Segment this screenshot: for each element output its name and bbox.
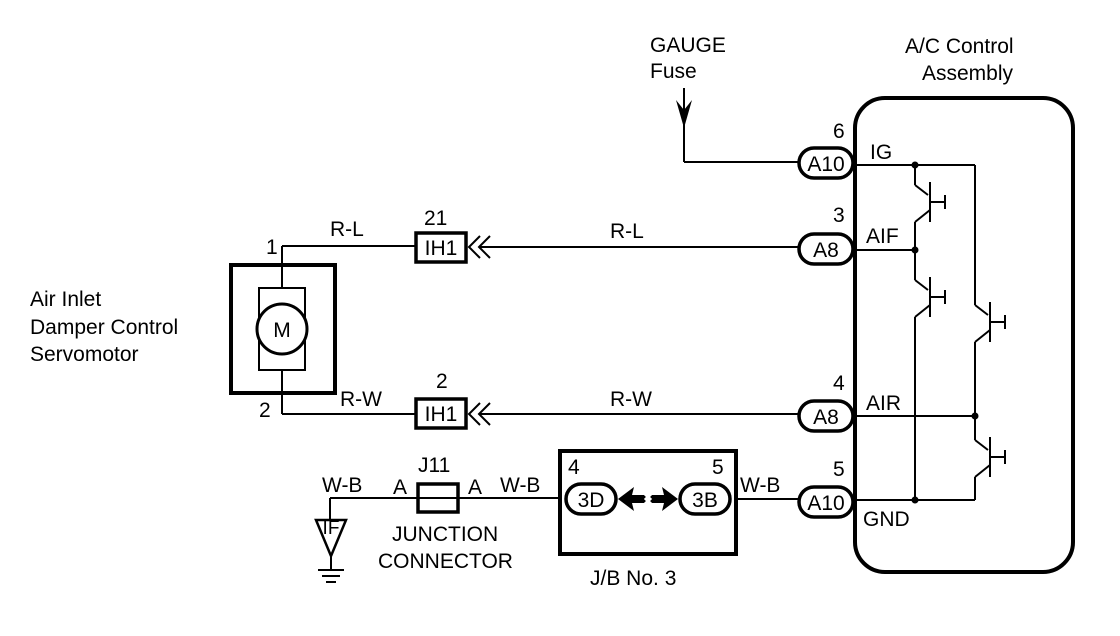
a8-aif-pin: 3 (833, 204, 845, 227)
connector-ih1-top-label: IH1 (425, 237, 458, 260)
assembly-label-line1: A/C Control (905, 35, 1014, 58)
wire-wb-ground: W-B (322, 474, 362, 497)
plug-chevron-icon (467, 235, 491, 259)
ground-icon (314, 518, 348, 583)
connector-a8-air (797, 399, 855, 433)
a10-ig-pin: 6 (833, 120, 845, 143)
motor-label-line1: Air Inlet (30, 288, 101, 311)
junction-label-line1: JUNCTION (392, 523, 498, 546)
jb-title: J/B No. 3 (590, 567, 676, 590)
a8-air-pin: 4 (833, 372, 845, 395)
connector-a10-gnd-label: A10 (807, 492, 844, 515)
junction-label-line2: CONNECTOR (378, 550, 513, 573)
terminal-ig: IG (870, 141, 892, 164)
ih1-top-pin: 21 (424, 207, 447, 230)
jb-connector-3d (564, 482, 618, 516)
junction-block-box (558, 449, 738, 556)
wire-wb-jb: W-B (740, 474, 780, 497)
terminal-gnd: GND (863, 508, 910, 531)
junction-pin-left: A (393, 476, 407, 499)
assembly-label-line2: Assembly (922, 62, 1014, 85)
connector-ih1-top (414, 231, 468, 264)
connector-a8-air-label: A8 (813, 406, 839, 429)
wire-rl-left: R-L (330, 218, 364, 241)
connector-a8-aif (797, 232, 855, 266)
terminal-aif: AIF (866, 225, 899, 248)
fuse-label-line1: GAUGE (650, 34, 726, 57)
jb-connector-3b (678, 482, 732, 516)
connector-a10-ig-label: A10 (807, 153, 844, 176)
junction-name: J11 (418, 454, 450, 477)
internal-transistor-circuit (855, 161, 1006, 504)
motor-pin-bottom: 2 (259, 399, 271, 422)
jb-connector-3d-label: 3D (578, 489, 605, 512)
plug-chevron-icon (467, 402, 491, 426)
motor-label-line2: Damper Control (30, 316, 178, 339)
motor-icon (255, 265, 309, 393)
ih1-bottom-pin: 2 (436, 370, 448, 393)
wire-wb-junction: W-B (500, 474, 540, 497)
motor-label-line3: Servomotor (30, 343, 139, 366)
terminal-air: AIR (866, 392, 901, 415)
jb-connector-3b-label: 3B (692, 489, 718, 512)
a10-gnd-pin: 5 (833, 458, 845, 481)
wire-rl-right: R-L (610, 220, 644, 243)
junction-pin-right: A (468, 476, 482, 499)
double-arrow-icon (618, 487, 678, 511)
connector-a10-gnd (797, 485, 855, 519)
connector-a8-aif-label: A8 (813, 239, 839, 262)
ac-control-assembly-box (853, 96, 1075, 574)
motor-symbol: M (273, 319, 291, 342)
motor-pin-top: 1 (266, 236, 278, 259)
ground-label: IF (323, 518, 340, 539)
fuse-label-line2: Fuse (650, 60, 697, 83)
jb-right-pin: 5 (712, 456, 724, 479)
wire-rw-right: R-W (610, 388, 652, 411)
connector-ih1-bottom-label: IH1 (425, 403, 458, 426)
connector-ih1-bottom (414, 397, 468, 430)
fuse-arrow-icon (676, 88, 800, 163)
connector-a10-ig (797, 146, 855, 180)
jb-left-pin: 4 (568, 456, 580, 479)
wire-rw-left: R-W (340, 388, 382, 411)
